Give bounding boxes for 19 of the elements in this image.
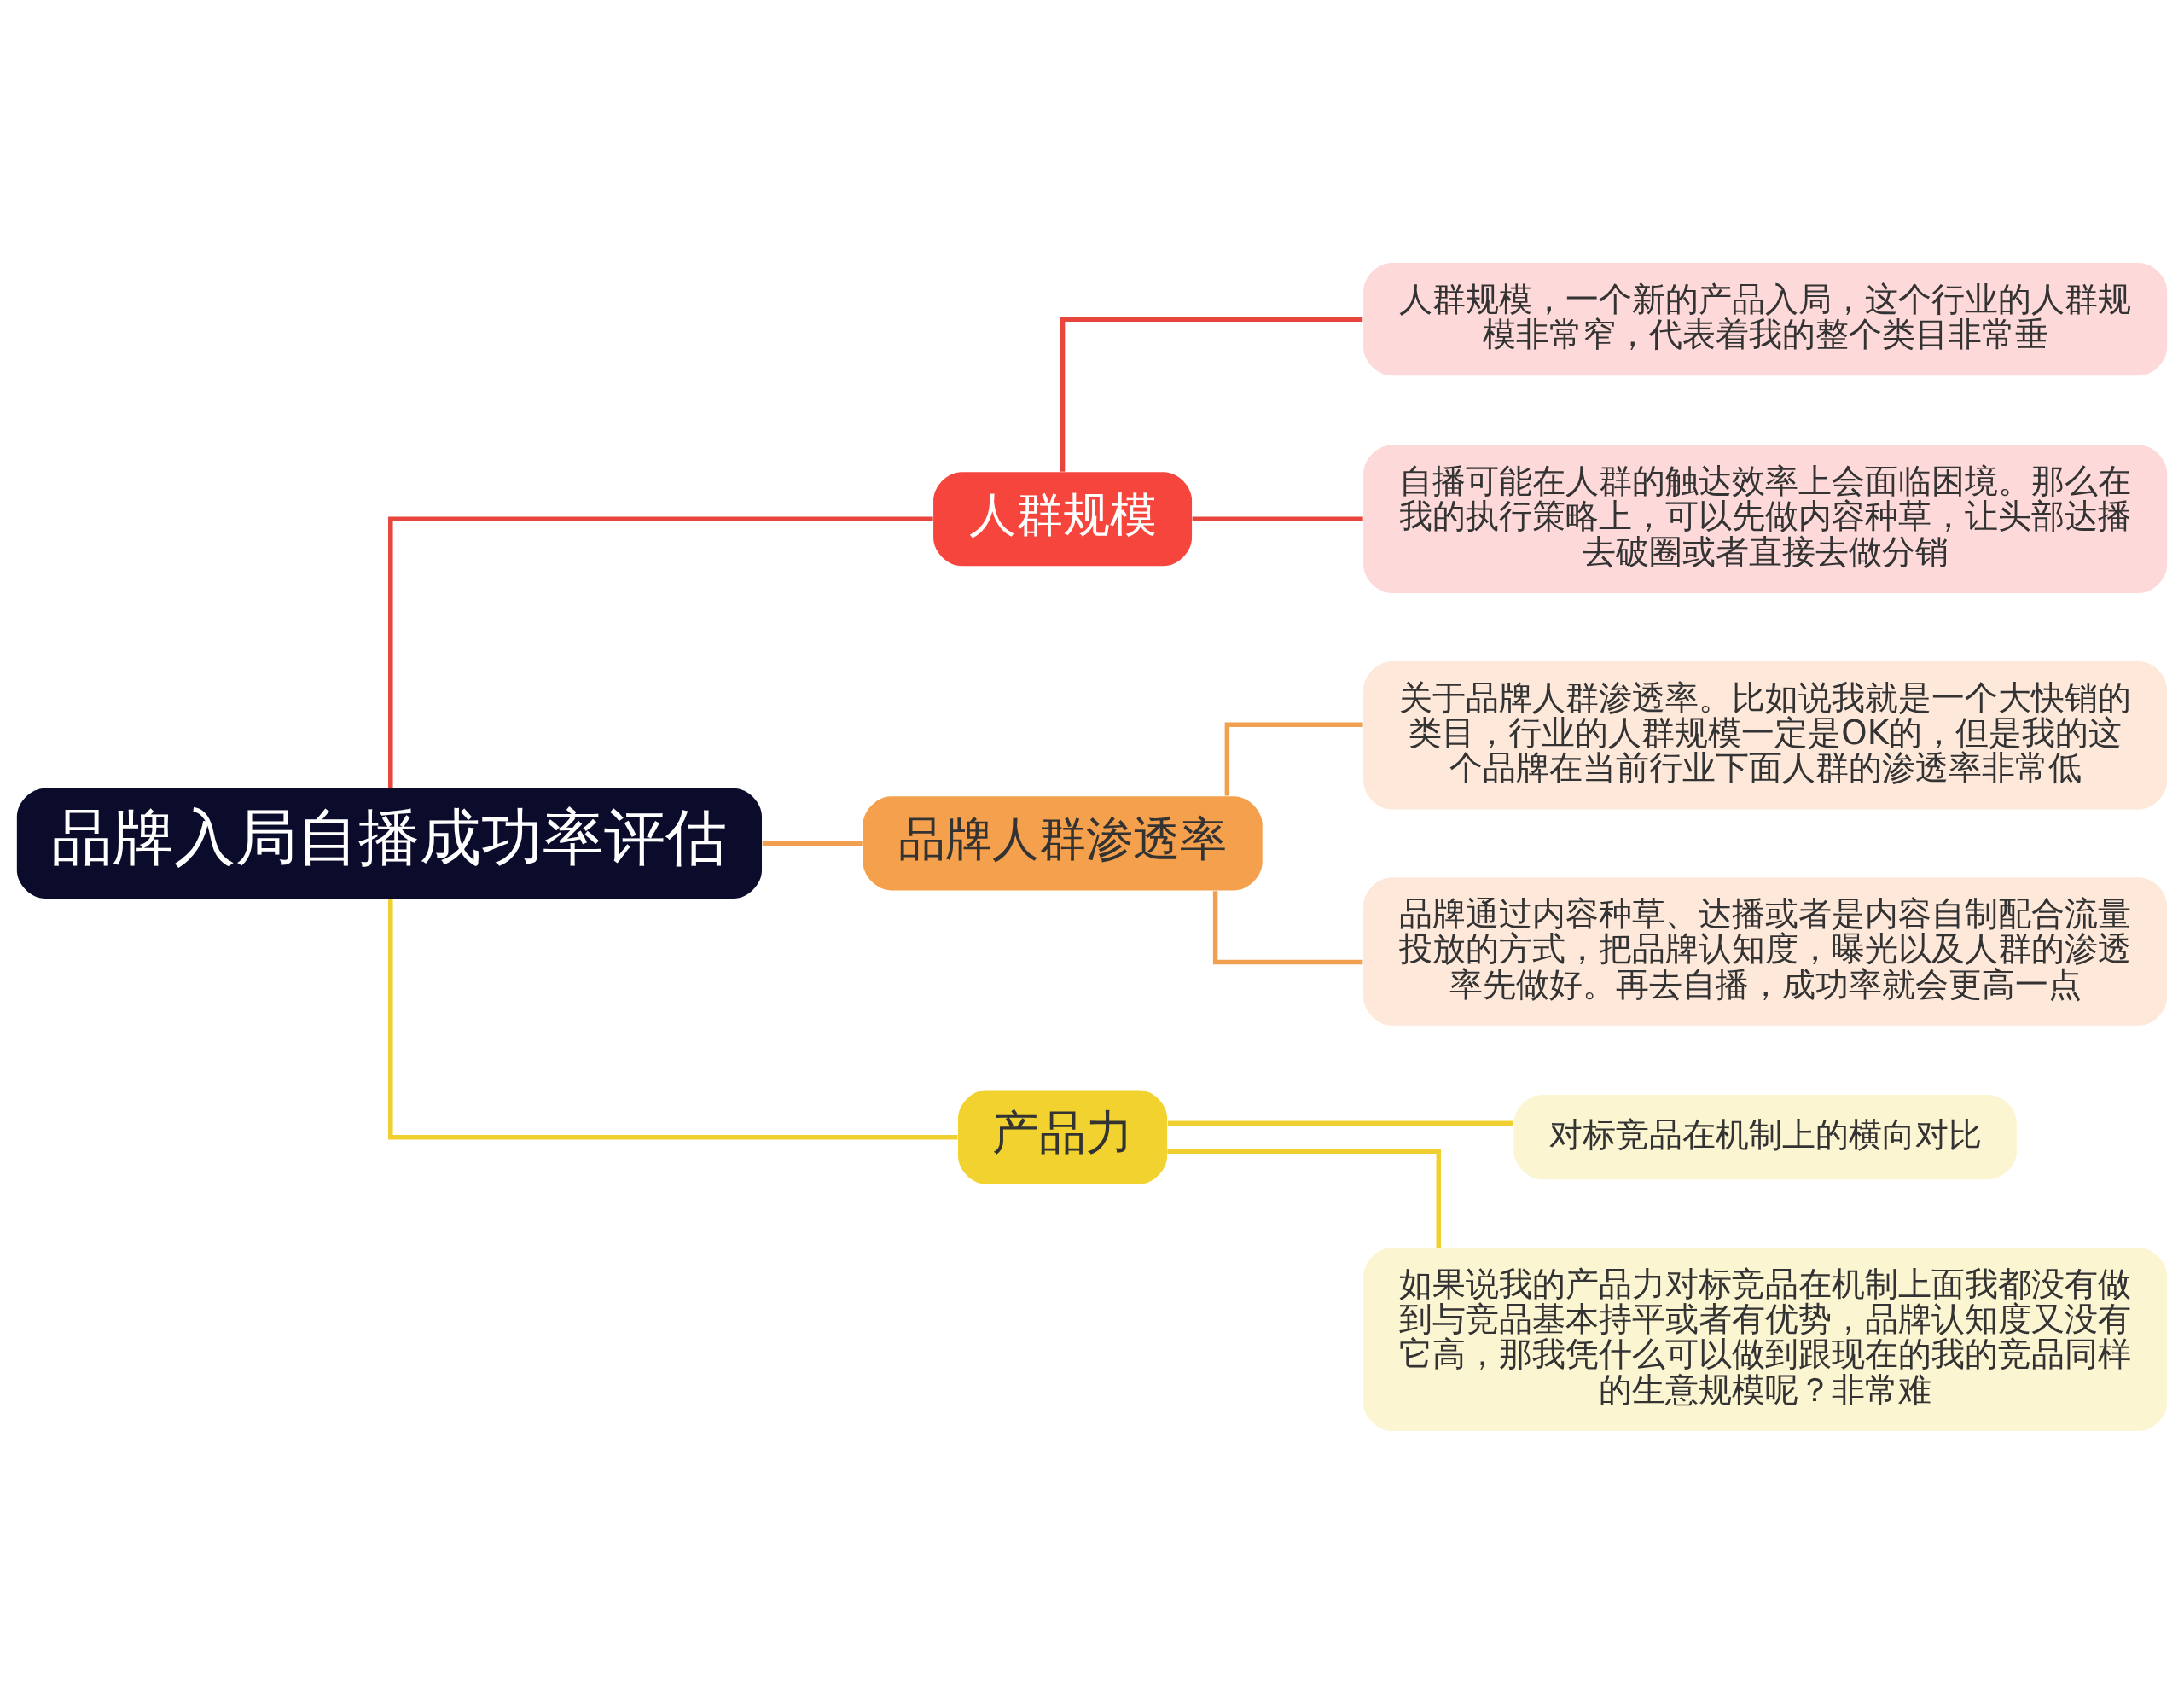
connector: [1167, 1120, 1513, 1126]
connector: [1212, 890, 1363, 964]
connector: [1060, 316, 1363, 472]
node-box: 如果说我的产品力对标竞品在机制上面我都没有做到与竞品基本持平或者有优势，品牌认知度又没有它高，那我凭什么可以做到跟现在的我的竞品同样的生意规模呢？非常难: [1363, 1247, 2168, 1431]
node-box: 人群规模: [933, 471, 1193, 566]
connector: [388, 898, 958, 1139]
node-box: 自播可能在人群的触达效率上会面临困境。那么在我的执行策略上，可以先做内容种草，让头部达播去破圈或者直接去做分销: [1363, 445, 2168, 593]
connector: [388, 516, 933, 788]
node-box: 关于品牌人群渗透率。比如说我就是一个大快销的类目，行业的人群规模一定是OK的，但是我的这个品牌在当前行业下面人群的渗透率非常低: [1363, 660, 2168, 809]
node-box: 产品力: [958, 1090, 1168, 1184]
connector: [1192, 516, 1363, 521]
node-box: 对标竞品在机制上的横向对比: [1513, 1094, 2017, 1179]
node-box: 品牌人群渗透率: [863, 795, 1263, 890]
connector: [762, 841, 863, 846]
node-box: 人群规模，一个新的产品入局，这个行业的人群规模非常窄，代表着我的整个类目非常垂: [1363, 262, 2168, 375]
node-box: 品牌通过内容种草、达播或者是内容自制配合流量投放的方式，把品牌认知度，曝光以及人群的渗透率先做好。再去自播，成功率就会更高一点: [1363, 876, 2168, 1026]
connector: [1167, 1148, 1442, 1248]
connector: [1224, 722, 1363, 796]
node-box: 品牌入局自播成功率评估: [16, 788, 762, 899]
